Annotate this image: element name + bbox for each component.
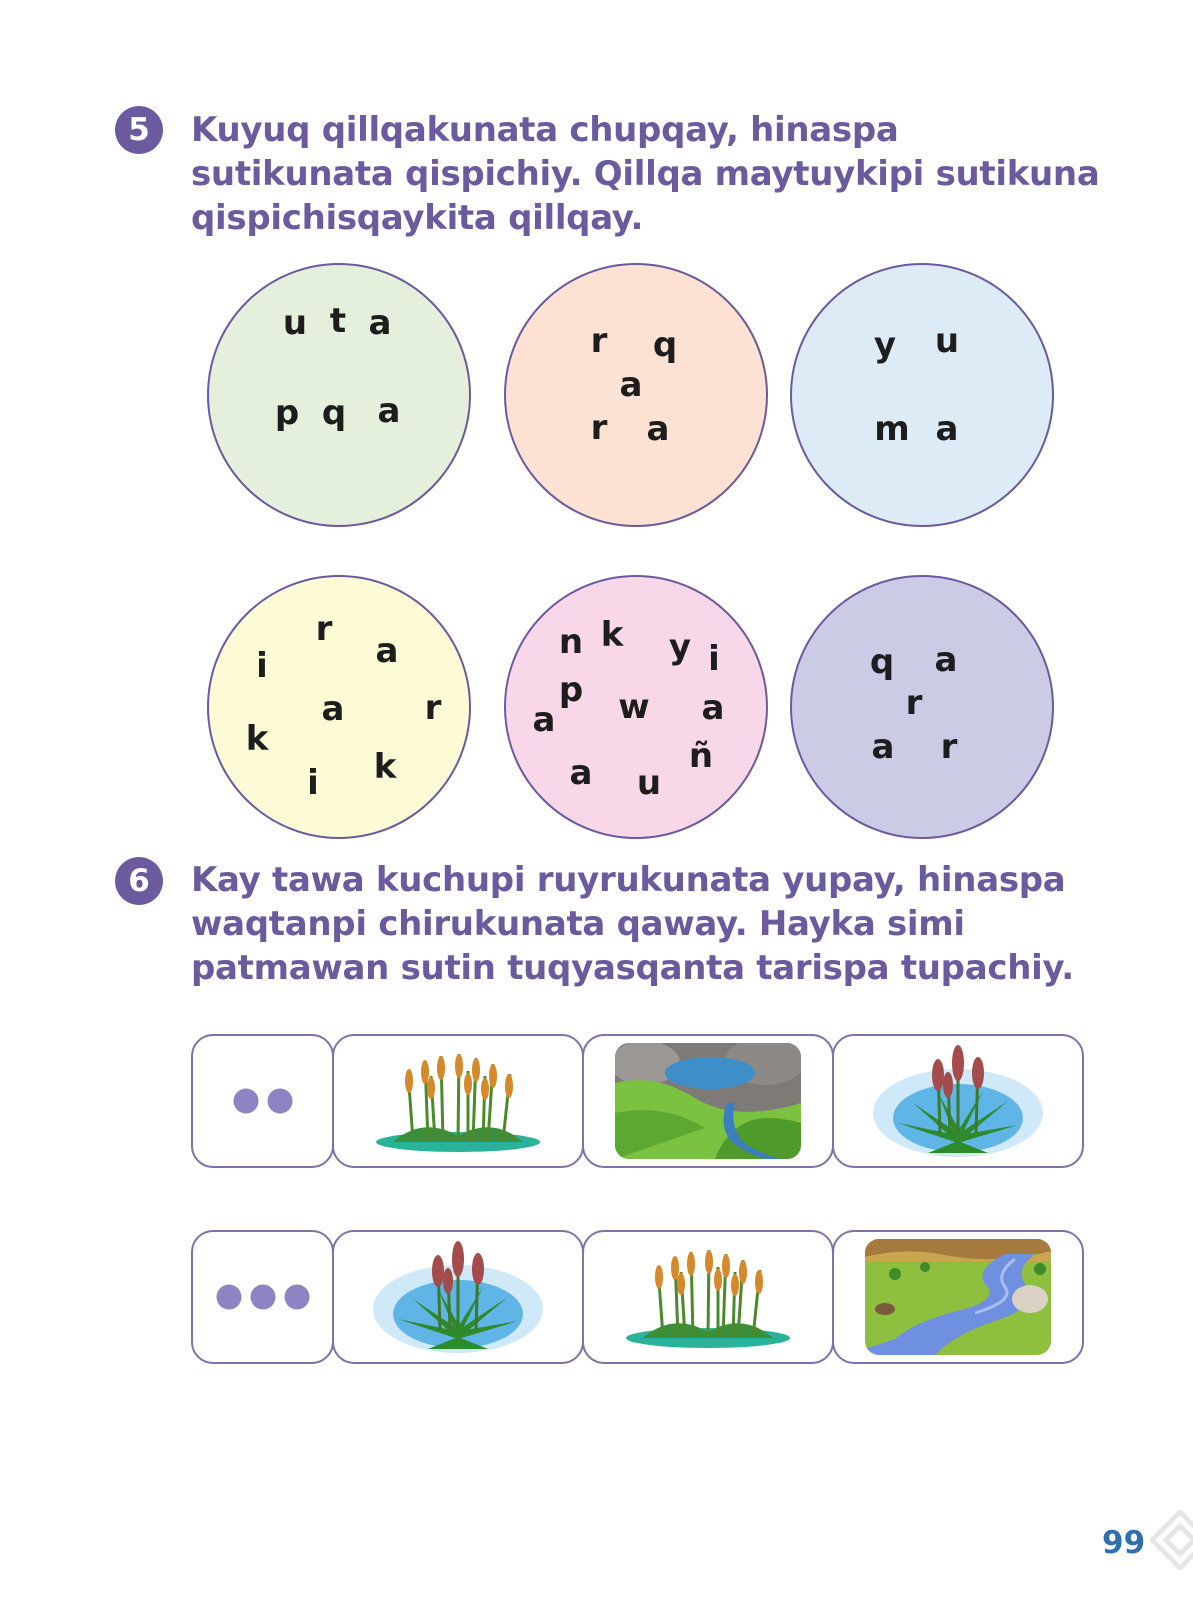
letter: i (708, 639, 720, 679)
letter: a (532, 700, 556, 740)
letter: ñ (688, 736, 714, 776)
exercise-6-number: 6 (115, 857, 163, 905)
exercise-5-instruction: Kuyuq qillqakunata chupqay, hinaspa suti… (191, 108, 1131, 240)
letter: a (871, 727, 895, 767)
image-cell-totora-plant[interactable] (832, 1034, 1084, 1168)
image-cell-river-landscape[interactable] (832, 1230, 1084, 1364)
letter: u (636, 763, 662, 803)
letter: i (307, 763, 319, 803)
image-cell-reed-plant[interactable] (332, 1034, 584, 1168)
letter: u (934, 321, 960, 361)
letter: a (646, 409, 670, 449)
letter: a (368, 303, 392, 343)
instruction-line: Kuyuq qillqakunata chupqay, hinaspa (191, 110, 899, 150)
syllable-dots (233, 1088, 292, 1114)
exercise-6-instruction: Kay tawa kuchupi ruyrukunata yupay, hina… (191, 858, 1131, 990)
letter: a (375, 631, 399, 671)
letter: a (321, 689, 345, 729)
reed-plant-picture (376, 1053, 540, 1152)
letter: r (315, 609, 333, 649)
letter: w (618, 687, 650, 727)
syllable-dot (267, 1088, 292, 1114)
syllable-dots (216, 1284, 309, 1310)
totora-plant-picture (373, 1241, 543, 1353)
letter: u (282, 303, 308, 343)
letter: k (373, 747, 397, 787)
instruction-line: qispichisqaykita qillqay. (191, 198, 644, 238)
instruction-line: sutikunata qispichiy. Qillqa maytuykipi … (191, 154, 1100, 194)
letter: r (590, 321, 608, 361)
syllable-dot (250, 1284, 275, 1310)
instruction-line: waqtanpi chirukunata qaway. Hayka simi (191, 904, 965, 944)
page-number: 99 (1102, 1525, 1146, 1561)
letter: p (558, 670, 584, 710)
image-cell-totora-plant[interactable] (332, 1230, 584, 1364)
image-cell-stream-landscape[interactable] (582, 1034, 834, 1168)
letter: a (619, 365, 643, 405)
letter: a (377, 391, 401, 431)
syllable-count-cell (191, 1230, 334, 1364)
instruction-line: Kay tawa kuchupi ruyrukunata yupay, hina… (191, 860, 1066, 900)
letter: y (668, 627, 692, 667)
letter: m (874, 409, 910, 449)
syllable-dot (216, 1284, 241, 1310)
letter: a (935, 409, 959, 449)
letter-circle-pink: n k y i p a w a ñ a u (504, 575, 768, 839)
letter: r (590, 408, 608, 448)
letter: k (245, 719, 269, 759)
letter-circle-blue: y u m a (790, 263, 1054, 527)
letter: r (940, 727, 958, 767)
river-landscape-picture (865, 1239, 1051, 1355)
letter: a (934, 640, 958, 680)
letter-circle-green: u t a p q a (207, 263, 471, 527)
instruction-line: patmawan sutin tuqyasqanta tarispa tupac… (191, 948, 1074, 988)
stream-landscape-picture (615, 1043, 801, 1159)
diamond-pattern-icon (1150, 1510, 1193, 1570)
letter-circle-lavender: q a r a r (790, 575, 1054, 839)
letter: q (869, 642, 895, 682)
syllable-dot (284, 1284, 309, 1310)
syllable-dot (233, 1088, 258, 1114)
image-cell-reed-plant[interactable] (582, 1230, 834, 1364)
letter: q (321, 393, 347, 433)
letter: k (600, 615, 624, 655)
letter-circle-peach: r q a r a (504, 263, 768, 527)
letter: r (905, 683, 923, 723)
letter: n (558, 622, 584, 662)
letter: y (873, 325, 897, 365)
letter: q (652, 325, 678, 365)
letter: t (329, 301, 347, 341)
letter: a (701, 688, 725, 728)
letter: r (424, 688, 442, 728)
letter: p (274, 393, 300, 433)
totora-plant-picture (873, 1045, 1043, 1157)
letter-circle-yellow: r i a a r k i k (207, 575, 471, 839)
syllable-row-1 (191, 1034, 1106, 1168)
syllable-count-cell (191, 1034, 334, 1168)
letter: a (569, 753, 593, 793)
exercise-5-number: 5 (115, 106, 163, 154)
syllable-row-2 (191, 1230, 1106, 1364)
letter: i (256, 646, 268, 686)
reed-plant-picture (626, 1249, 790, 1348)
